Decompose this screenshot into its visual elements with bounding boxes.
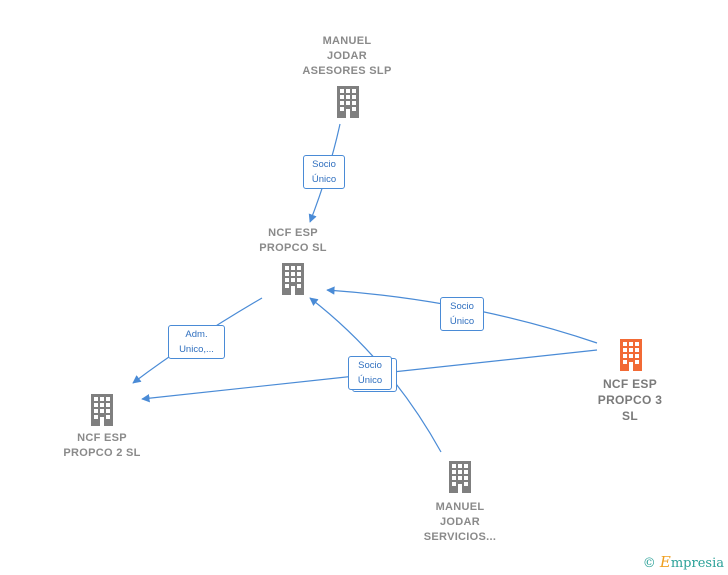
ncf-propco2-label[interactable]: NCF ESP PROPCO 2 SL	[63, 432, 141, 459]
manuel-servicios-label[interactable]: MANUEL JODAR SERVICIOS...	[423, 501, 497, 543]
edge-label-socio-unico-3[interactable]: Socio Único	[348, 356, 392, 390]
brand-name: mpresia	[670, 556, 724, 571]
brand-initial: E	[659, 553, 671, 571]
edge-label-adm-unico[interactable]: Adm. Unico,...	[168, 325, 225, 359]
ncf-propco3-building-icon	[620, 339, 642, 371]
edge-label-socio-unico-2[interactable]: Socio Único	[440, 297, 484, 331]
edge-label-socio-unico-1[interactable]: Socio Único	[303, 155, 345, 189]
ncf-propco3-label[interactable]: NCF ESP PROPCO 3 SL	[597, 377, 663, 423]
ncf-propco-label[interactable]: NCF ESP PROPCO SL	[259, 227, 327, 254]
copyright-symbol: ©	[642, 556, 656, 571]
ncf-propco-building-icon	[282, 263, 304, 295]
manuel-servicios-building-icon	[449, 461, 471, 493]
ncf-propco2-building-icon	[91, 394, 113, 426]
manuel-asesores-building-icon	[337, 86, 359, 118]
manuel-asesores-label[interactable]: MANUEL JODAR ASESORES SLP	[302, 35, 392, 77]
brand-logo: © Empresia	[643, 553, 724, 571]
